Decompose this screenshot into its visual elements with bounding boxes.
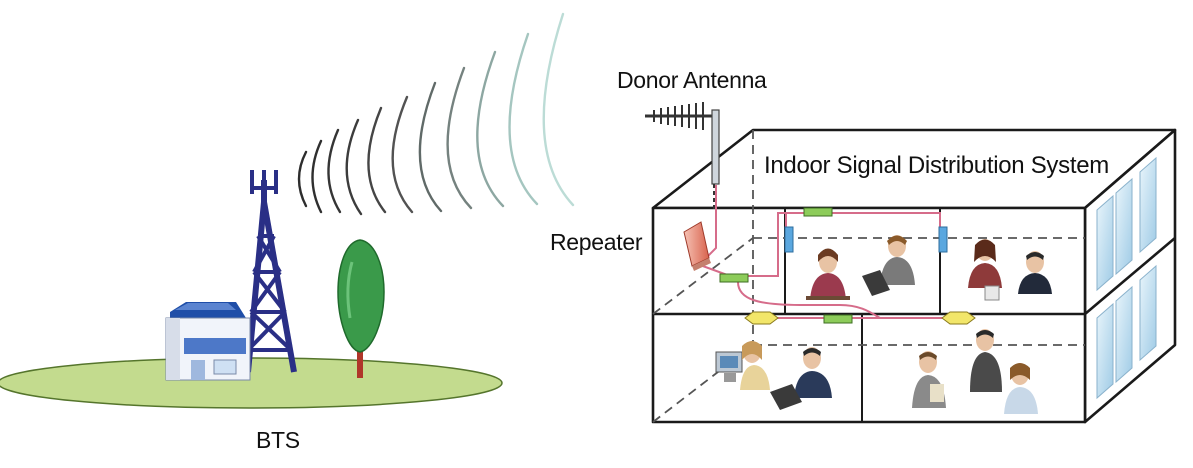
panel-antenna-icon: [938, 226, 948, 253]
person-icon: [1018, 251, 1052, 294]
person-icon: [970, 329, 1002, 392]
house-icon: [165, 302, 251, 381]
person-icon: [770, 347, 832, 410]
tower-icon: [245, 170, 297, 373]
office-people: [715, 235, 1052, 414]
person-icon: [740, 341, 770, 390]
computer-icon: [715, 351, 743, 382]
ceiling-antenna-icon: [941, 311, 976, 325]
windows: [1096, 156, 1157, 400]
indoor-system-label: Indoor Signal Distribution System: [764, 152, 1109, 179]
person-icon: [806, 248, 850, 300]
person-icon: [912, 351, 946, 408]
tree-icon: [337, 239, 385, 378]
splitter-icon: [719, 273, 749, 283]
donor-antenna-icon: [645, 102, 720, 210]
donor-antenna-label: Donor Antenna: [617, 67, 767, 93]
repeater-label: Repeater: [550, 229, 643, 255]
splitter-icon: [823, 314, 853, 324]
signal-waves: [297, 12, 575, 216]
bts-label: BTS: [256, 427, 300, 453]
person-icon: [1004, 363, 1038, 414]
repeater-icon: [683, 221, 711, 271]
splitter-icon: [803, 207, 833, 217]
ceiling-antenna-icon: [744, 311, 779, 325]
person-icon: [968, 239, 1002, 301]
panel-antenna-icon: [784, 226, 794, 253]
person-icon: [862, 235, 915, 296]
